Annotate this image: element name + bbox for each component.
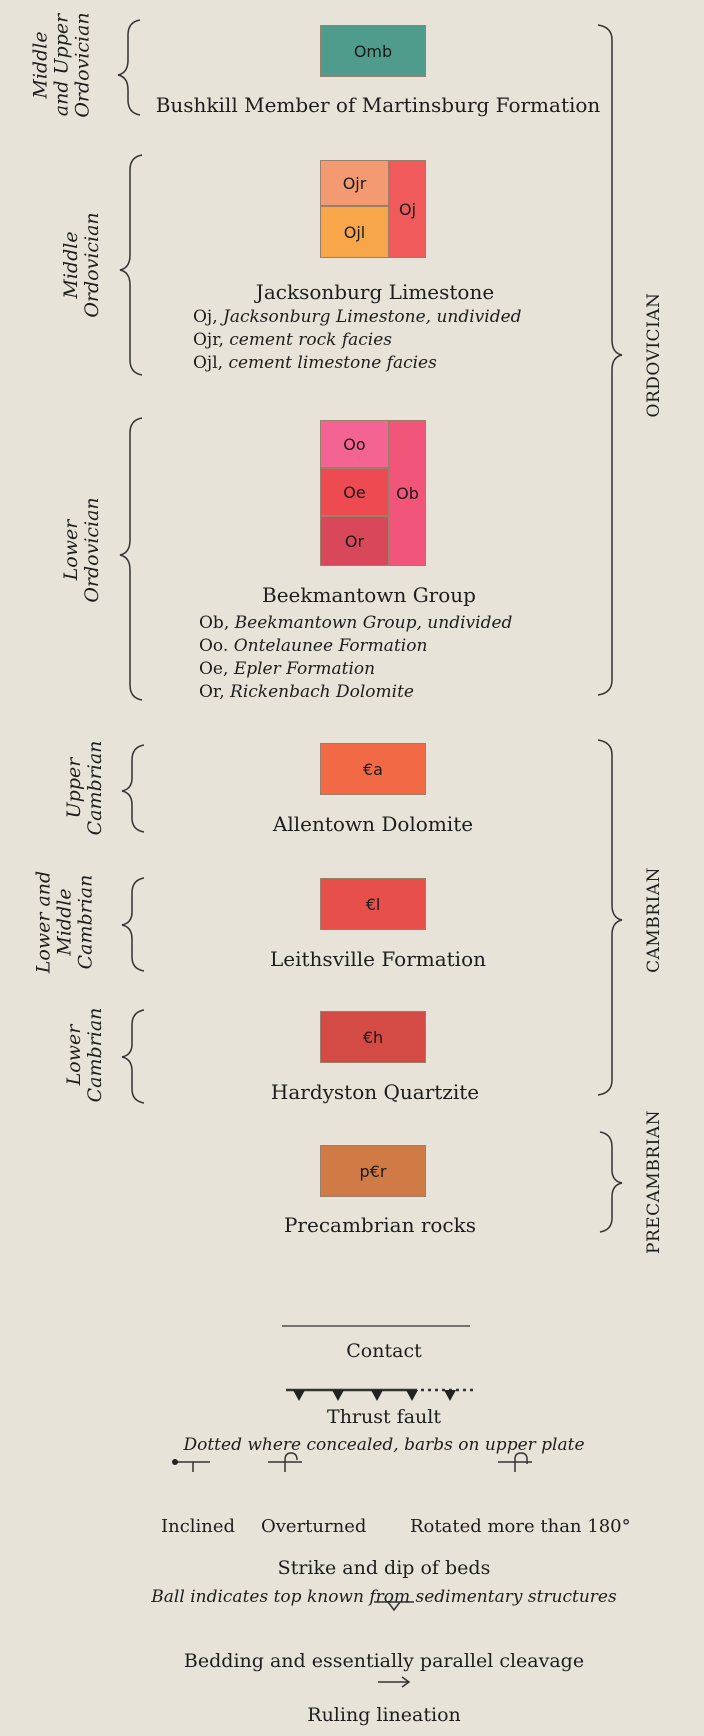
period-brace-ordovician	[597, 24, 623, 696]
period-brace-precambrian	[599, 1131, 623, 1233]
age-brace-middle-ordovician	[119, 154, 143, 376]
legend-inclined-label: Inclined	[161, 1516, 236, 1537]
legend-contact-label: Contact	[346, 1340, 422, 1362]
unit-name-hardyston: Hardyston Quartzite	[270, 1080, 480, 1104]
period-brace-cambrian	[597, 739, 623, 1096]
age-brace-middle-upper-ordovician	[117, 19, 141, 116]
unit-name-precambrian: Precambrian rocks	[283, 1213, 477, 1237]
unit-box-ojr: Ojr	[320, 160, 389, 206]
legend-line-oo: Oo. Ontelaunee Formation	[199, 636, 428, 656]
unit-name-leithsville: Leithsville Formation	[269, 947, 487, 971]
period-precambrian: PRECAMBRIAN	[644, 1110, 664, 1254]
legend-line-oe: Oe, Epler Formation	[199, 659, 376, 679]
legend-thrust-label: Thrust fault	[327, 1406, 441, 1428]
unit-name-bushkill: Bushkill Member of Martinsburg Formation	[155, 93, 601, 117]
unit-box-pcr: p€r	[320, 1145, 426, 1197]
unit-box-ch: €h	[320, 1011, 426, 1063]
age-brace-lower-cambrian	[121, 1009, 145, 1104]
unit-box-ob: Ob	[389, 420, 426, 566]
unit-box-oe: Oe	[320, 468, 389, 516]
legend-strike-label: Strike and dip of beds	[277, 1557, 491, 1579]
unit-box-ca: €a	[320, 743, 426, 795]
unit-box-oo: Oo	[320, 420, 389, 468]
unit-name-allentown: Allentown Dolomite	[272, 812, 474, 836]
jacksonburg-legend-list: Oj, Jacksonburg Limestone, undivided Ojr…	[193, 306, 522, 375]
unit-name-beekmantown: Beekmantown Group	[262, 583, 476, 607]
unit-name-jacksonburg: Jacksonburg Limestone	[255, 280, 495, 304]
legend-rotated-label: Rotated more than 180°	[410, 1516, 631, 1537]
legend-line-oj: Oj, Jacksonburg Limestone, undivided	[193, 307, 522, 327]
legend-bedding-label: Bedding and essentially parallel cleavag…	[183, 1650, 585, 1672]
unit-box-cl: €l	[320, 878, 426, 930]
legend-line-ob: Ob, Beekmantown Group, undivided	[199, 613, 513, 633]
legend-overturned-label: Overturned	[261, 1516, 367, 1537]
unit-box-omb: Omb	[320, 25, 426, 77]
unit-box-or: Or	[320, 516, 389, 566]
age-brace-lower-ordovician	[119, 417, 143, 701]
unit-box-oj: Oj	[389, 160, 426, 258]
legend-line-or: Or, Rickenbach Dolomite	[199, 682, 414, 702]
legend-line-ojr: Ojr, cement rock facies	[193, 330, 392, 350]
age-brace-lower-middle-cambrian	[121, 877, 145, 972]
legend-line-ojl: Ojl, cement limestone facies	[193, 353, 437, 373]
legend-thrust-note: Dotted where concealed, barbs on upper p…	[183, 1435, 585, 1455]
thrust-barbs	[172, 1390, 456, 1465]
beekmantown-legend-list: Ob, Beekmantown Group, undivided Oo. Ont…	[199, 612, 512, 704]
legend-strike-note: Ball indicates top known from sedimentar…	[151, 1587, 617, 1607]
period-ordovician: ORDOVICIAN	[644, 292, 664, 418]
age-brace-upper-cambrian	[121, 744, 145, 833]
legend-ruling-label: Ruling lineation	[307, 1704, 461, 1726]
unit-box-ojl: Ojl	[320, 206, 389, 258]
period-cambrian: CAMBRIAN	[644, 867, 664, 973]
